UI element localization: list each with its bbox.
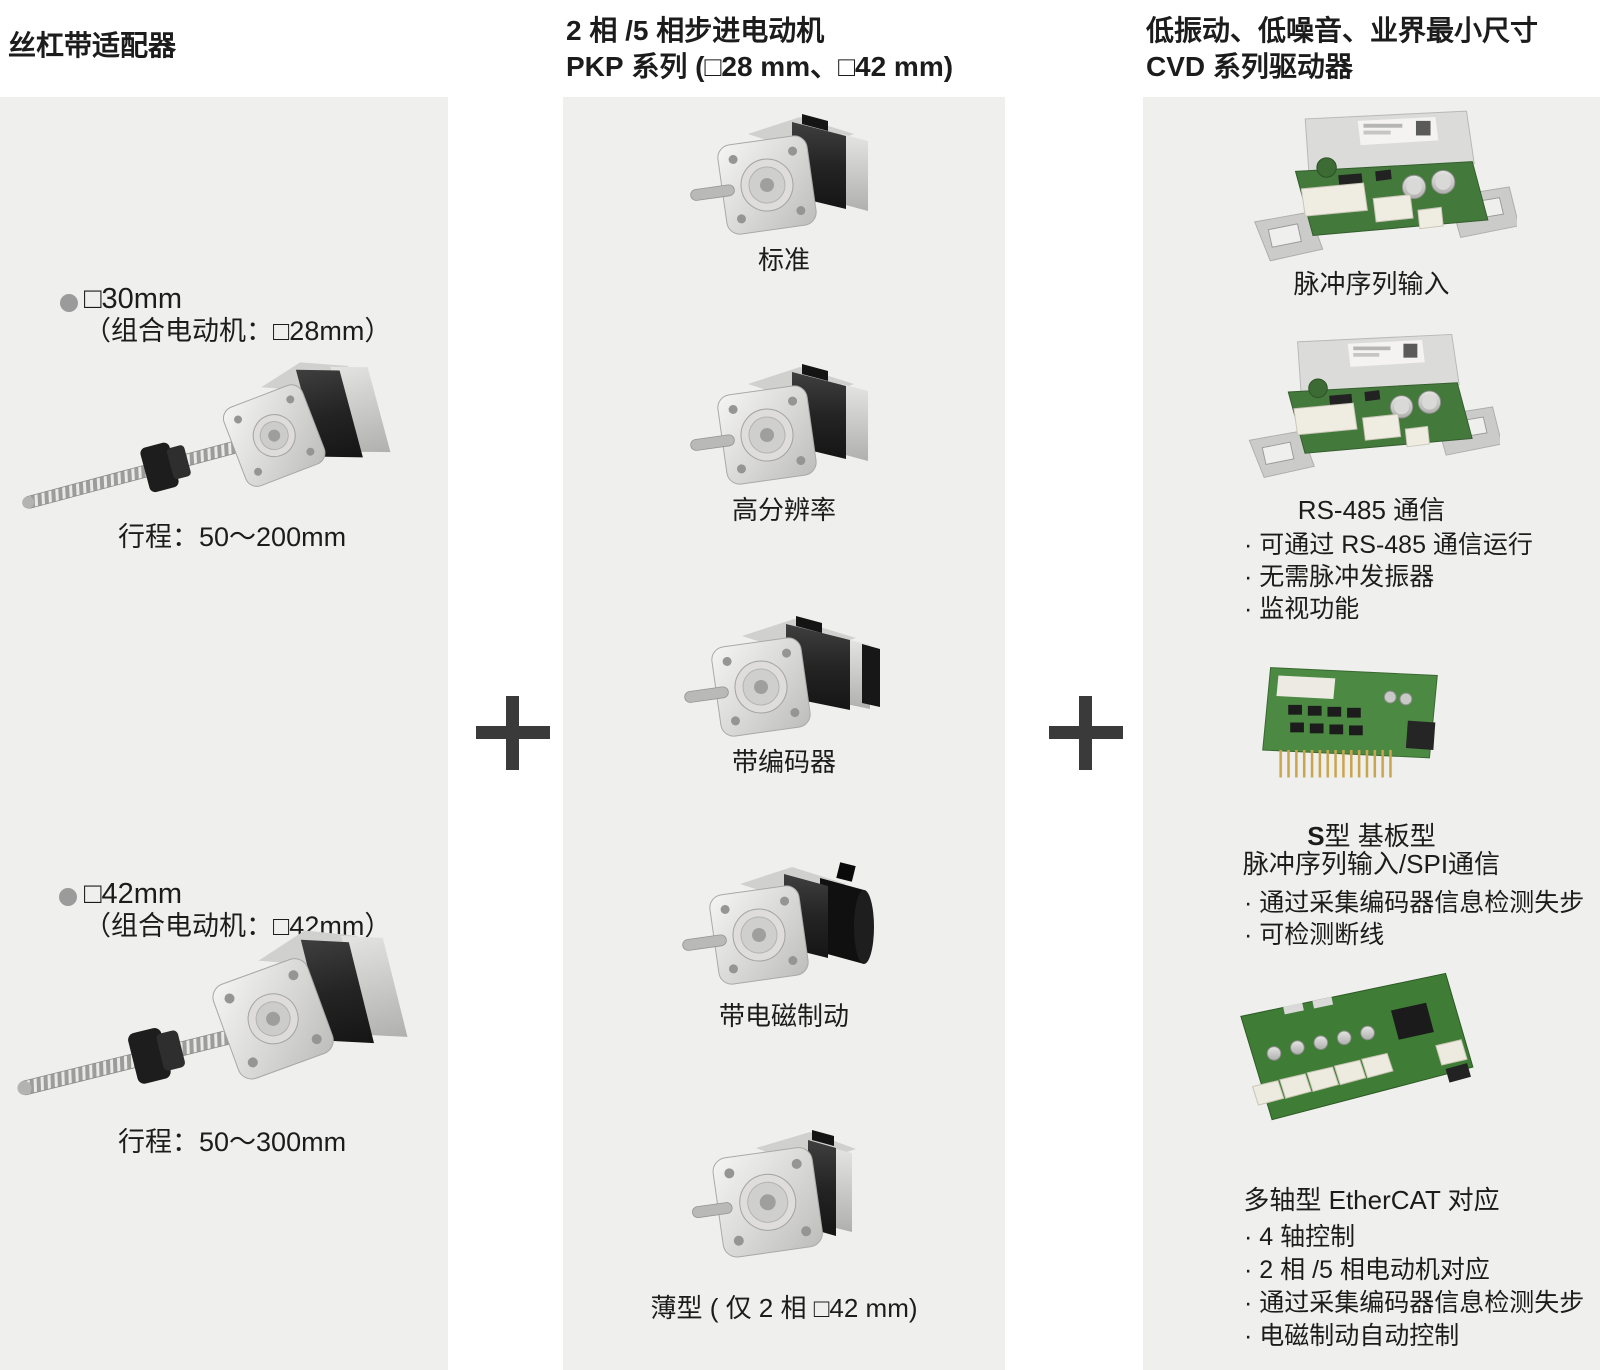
series-rest-pkp: 系列 (□28 mm、□42 mm) <box>623 51 954 82</box>
s-type-bold: S <box>1307 821 1325 851</box>
bullet-dot <box>60 294 78 312</box>
multi-axis-bullet: · 电磁制动自动控制 <box>1244 1322 1460 1350</box>
driver-s-type-board-image <box>1262 667 1438 778</box>
stroke-label-30: 行程：50～200mm <box>118 522 347 552</box>
rs485-bullet: · 无需脉冲发振器 <box>1244 563 1435 591</box>
stepper-motor-encoder-image <box>684 616 880 737</box>
driver-label-rs485: RS-485 通信 <box>1297 495 1446 525</box>
multi-axis-bullet: · 2 相 /5 相电动机对应 <box>1244 1256 1490 1284</box>
middle-column-title-line1: 2 相 /5 相步进电动机 <box>566 15 825 46</box>
adapter-size-label-42: □42mm <box>84 878 183 910</box>
stroke-label-42: 行程：50～300mm <box>118 1127 347 1157</box>
driver-label-s-type: S型 基板型 <box>1143 820 1600 853</box>
middle-column-title-line2: PKP 系列 (□28 mm、□42 mm) <box>566 49 953 84</box>
motor-label-thin: 薄型 ( 仅 2 相 □42 mm) <box>650 1293 918 1323</box>
rs485-bullet: · 监视功能 <box>1244 595 1360 623</box>
driver-sublabel-s-type: 脉冲序列输入/SPI通信 <box>1242 849 1501 879</box>
series-name-cvd: CVD <box>1146 51 1206 82</box>
motor-label-standard: 标准 <box>757 245 810 275</box>
left-panel <box>0 97 448 1370</box>
multi-axis-bullet: · 4 轴控制 <box>1244 1223 1356 1251</box>
plus-icon <box>1049 696 1123 770</box>
s-type-bullet: · 可检测断线 <box>1244 921 1385 949</box>
rs485-bullet: · 可通过 RS-485 通信运行 <box>1244 531 1533 559</box>
driver-label-pulse-input: 脉冲序列输入 <box>1293 269 1450 299</box>
right-column-title-line2: CVD 系列驱动器 <box>1146 49 1353 84</box>
multi-axis-bullet: · 通过采集编码器信息检测失步 <box>1244 1289 1585 1317</box>
stepper-motor-high-resolution-image <box>690 364 868 485</box>
left-column-title: 丝杠带适配器 <box>8 30 177 61</box>
driver-rs485-image <box>1248 333 1500 478</box>
driver-label-multi-axis: 多轴型 EtherCAT 对应 <box>1243 1185 1500 1215</box>
leadscrew-motor-42mm-image <box>17 930 408 1096</box>
right-column-title-line1: 低振动、低噪音、业界最小尺寸 <box>1146 15 1539 46</box>
adapter-size-label-30: □30mm <box>84 283 183 315</box>
s-type-rest: 型 基板型 <box>1324 821 1436 851</box>
series-rest-cvd: 系列驱动器 <box>1205 51 1353 82</box>
stepper-motor-thin-image <box>692 1130 856 1258</box>
series-name-pkp: PKP <box>566 51 624 82</box>
leadscrew-motor-30mm-image <box>22 362 391 509</box>
adapter-combo-label-30: （组合电动机：□28mm） <box>84 316 392 346</box>
driver-pulse-input-image <box>1254 110 1517 262</box>
motor-label-encoder: 带编码器 <box>731 747 836 777</box>
stepper-motor-standard-image <box>690 114 868 235</box>
bullet-dot <box>59 888 77 906</box>
stepper-motor-brake-image <box>682 862 874 985</box>
motor-label-high-resolution: 高分辨率 <box>731 495 836 525</box>
plus-icon <box>476 696 550 770</box>
s-type-bullet: · 通过采集编码器信息检测失步 <box>1244 889 1585 917</box>
motor-label-brake: 带电磁制动 <box>718 1001 849 1031</box>
driver-multi-axis-board-image <box>1240 972 1474 1121</box>
